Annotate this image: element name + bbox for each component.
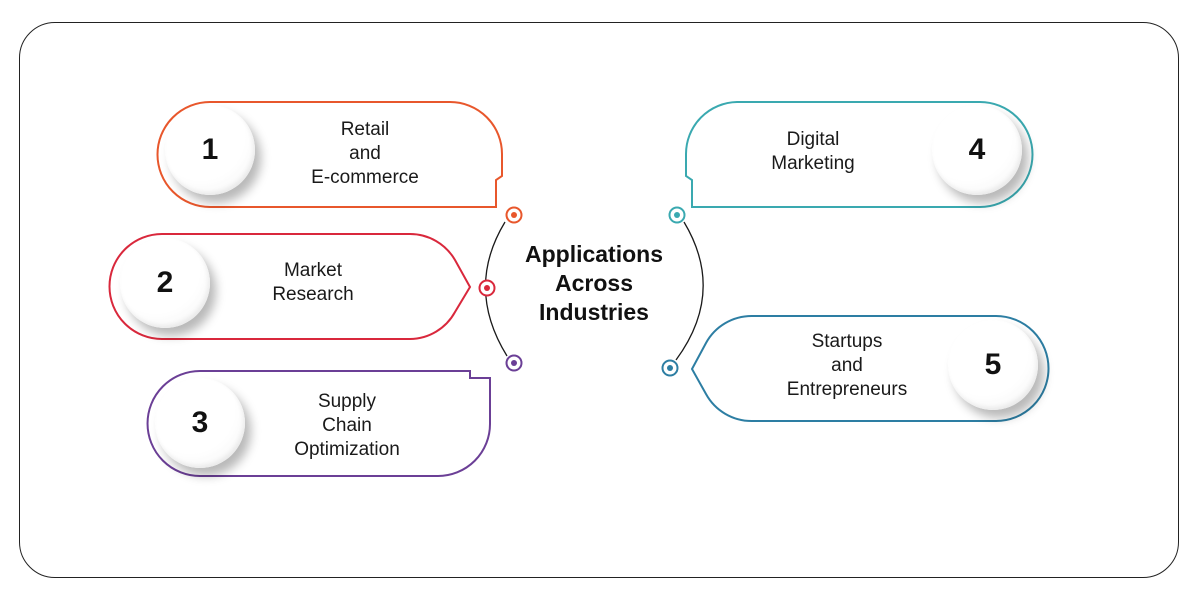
label-line: Marketing [771, 153, 855, 174]
item-label-5: Startups and Entrepreneurs [747, 330, 947, 402]
center-title: Applications Across Industries [505, 240, 683, 327]
label-line: Startups [811, 331, 883, 352]
label-line: and [831, 355, 863, 376]
label-line: Digital [786, 129, 840, 150]
label-line: Optimization [294, 439, 400, 460]
item-label-1: Retail and E-commerce [265, 118, 465, 190]
number-circle-2: 2 [120, 238, 210, 328]
label-line: Entrepreneurs [786, 379, 908, 400]
number-circle-1: 1 [165, 105, 255, 195]
number-circle-3: 3 [155, 378, 245, 468]
number-circle-4: 4 [932, 105, 1022, 195]
right-connector-arc [675, 221, 704, 361]
center-title-line: Across [555, 270, 633, 296]
item-label-2: Market Research [213, 259, 413, 307]
bubble-3 [146, 370, 491, 477]
label-line: Retail [340, 119, 390, 140]
label-line: Market [283, 260, 343, 281]
dot-3 [505, 354, 523, 372]
dot-4 [668, 206, 686, 224]
dot-2 [478, 279, 496, 297]
label-line: Supply [317, 391, 377, 412]
dot-5 [661, 359, 679, 377]
label-line: Research [272, 284, 354, 305]
bubble-4 [685, 101, 1034, 208]
label-line: Chain [322, 415, 372, 436]
number-circle-5: 5 [948, 320, 1038, 410]
bubble-2 [108, 233, 472, 340]
item-label-4: Digital Marketing [713, 128, 913, 176]
center-title-line: Industries [539, 299, 649, 325]
bubble-5 [690, 314, 1050, 423]
item-label-3: Supply Chain Optimization [247, 390, 447, 462]
label-line: and [349, 143, 381, 164]
bubble-1 [156, 101, 503, 208]
center-title-line: Applications [524, 241, 663, 267]
label-line: E-commerce [311, 167, 419, 188]
dot-1 [505, 206, 523, 224]
